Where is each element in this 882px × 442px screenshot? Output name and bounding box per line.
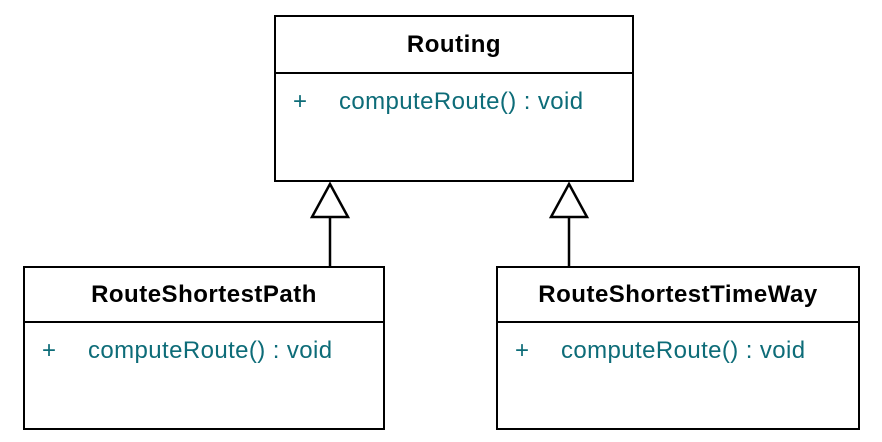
method-row: + computeRoute() : void <box>293 88 624 116</box>
method-signature: computeRoute() : void <box>561 337 806 364</box>
method-row: + computeRoute() : void <box>515 337 850 365</box>
class-name-routing: Routing <box>276 17 632 74</box>
generalization-arrow-routeshortestpath-to-routing <box>309 181 351 267</box>
class-members-routeshortestpath: + computeRoute() : void <box>25 323 383 428</box>
class-box-routeshortestpath: RouteShortestPath + computeRoute() : voi… <box>23 266 385 430</box>
visibility-modifier: + <box>293 88 308 115</box>
visibility-modifier: + <box>515 337 530 364</box>
method-row: + computeRoute() : void <box>42 337 375 365</box>
method-signature: computeRoute() : void <box>88 337 333 364</box>
class-box-routing: Routing + computeRoute() : void <box>274 15 634 182</box>
hollow-triangle-icon <box>548 181 590 219</box>
method-signature: computeRoute() : void <box>339 88 584 115</box>
class-name-routeshortesttimeway: RouteShortestTimeWay <box>498 268 858 323</box>
class-box-routeshortesttimeway: RouteShortestTimeWay + computeRoute() : … <box>496 266 860 430</box>
class-members-routeshortesttimeway: + computeRoute() : void <box>498 323 858 428</box>
hollow-triangle-icon <box>309 181 351 219</box>
class-members-routing: + computeRoute() : void <box>276 74 632 180</box>
visibility-modifier: + <box>42 337 57 364</box>
generalization-arrow-routeshortesttimeway-to-routing <box>548 181 590 267</box>
class-name-routeshortestpath: RouteShortestPath <box>25 268 383 323</box>
